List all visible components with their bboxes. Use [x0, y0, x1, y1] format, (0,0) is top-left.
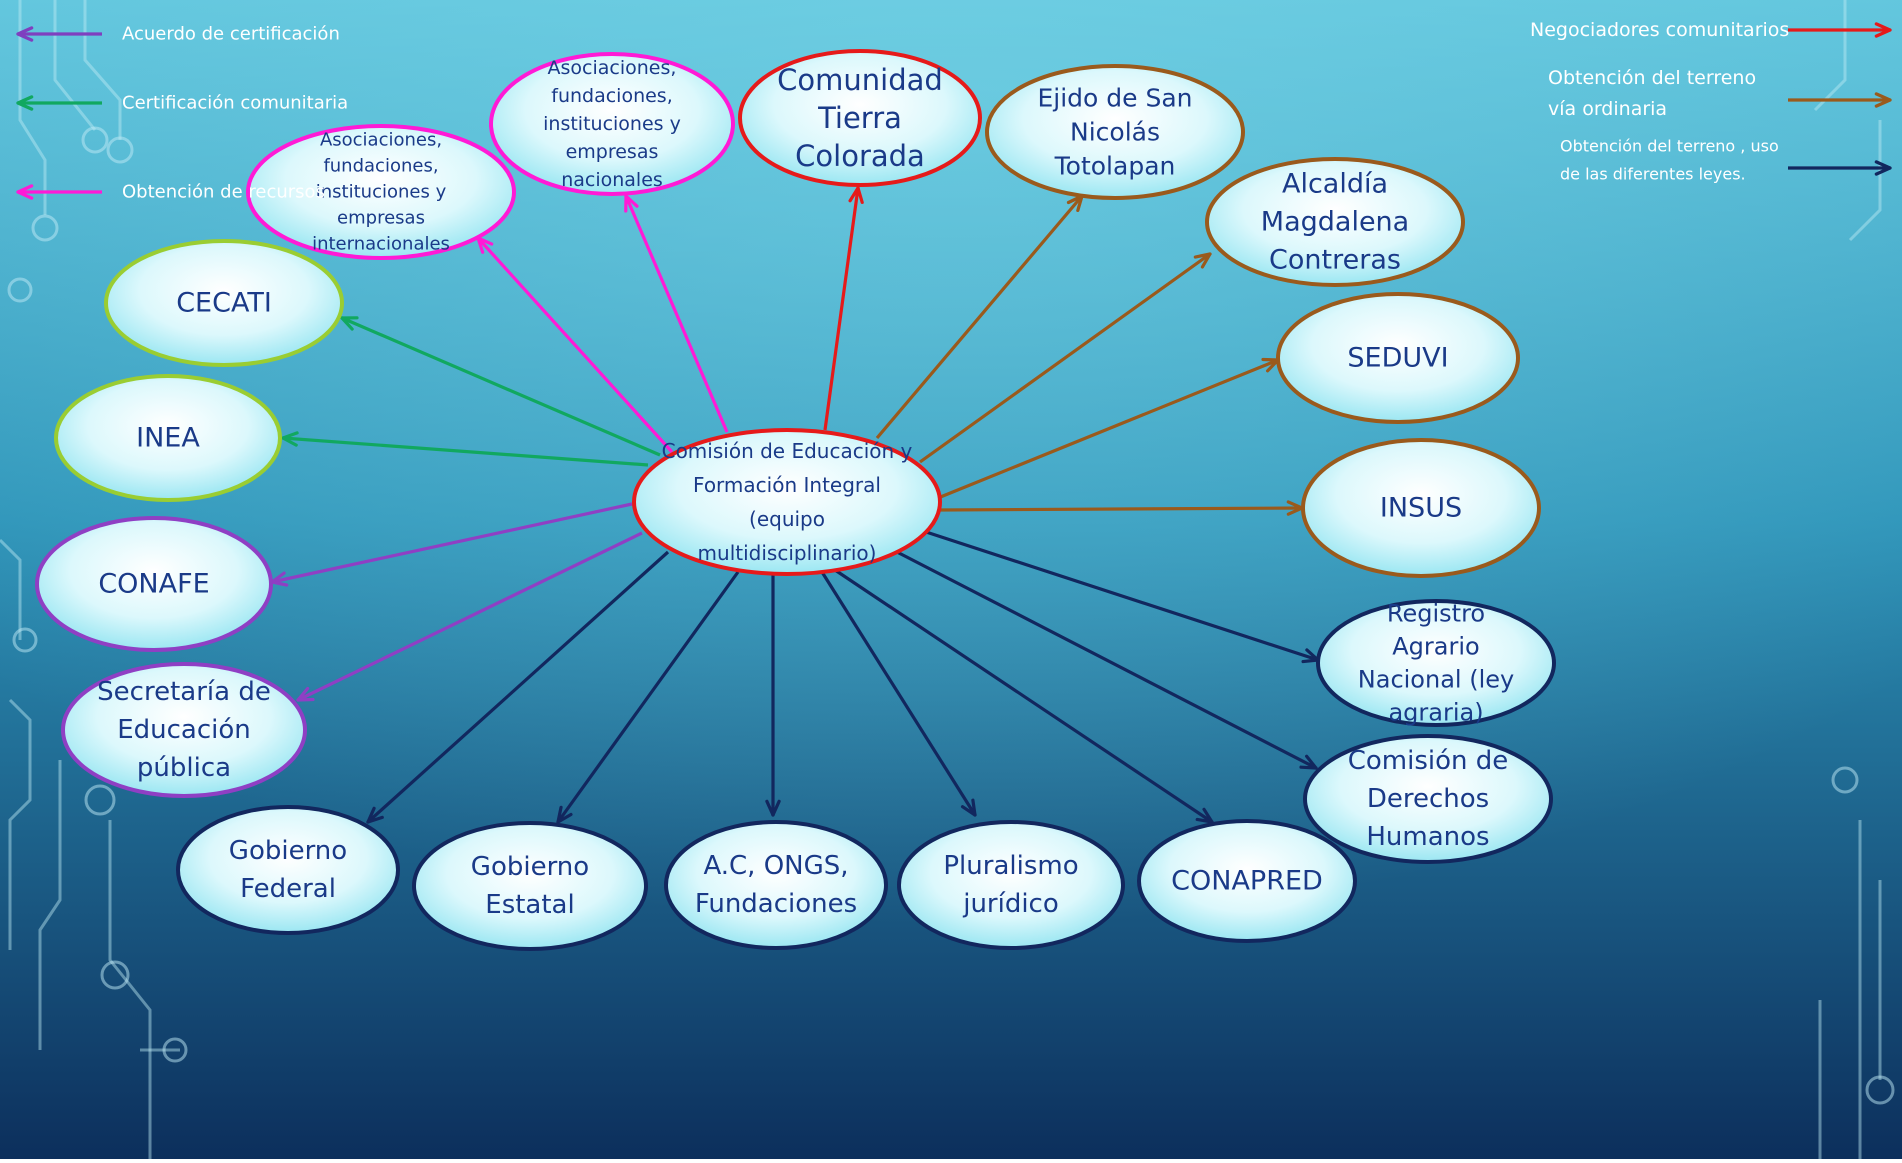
node-pluralismo-juridico-label-line: Pluralismo — [943, 851, 1078, 881]
node-asociaciones-internacionales-label-line: Asociaciones, — [320, 130, 442, 151]
node-alcaldia-magdalena-label-line: Alcaldía — [1282, 169, 1388, 200]
node-alcaldia-magdalena-label-line: Contreras — [1269, 245, 1401, 276]
node-registro-agrario-label-line: agraria) — [1388, 699, 1483, 727]
node-conapred-label-line: CONAPRED — [1171, 866, 1323, 897]
node-comunidad-tierra-colorada-label-line: Colorada — [795, 139, 925, 173]
node-secretaria-educacion: Secretaría de Educación pública — [63, 664, 305, 796]
node-center-comision: Comisión de Educación y Formación Integra… — [634, 430, 940, 574]
node-cecati: CECATI — [106, 241, 342, 365]
node-gobierno-federal-label-line: Federal — [240, 874, 336, 904]
legend-label-left-0: Acuerdo de certificación — [122, 24, 340, 45]
node-center-comision-label-line: Comisión de Educación y — [662, 439, 913, 463]
node-center-comision-label-line: multidisciplinario) — [698, 541, 877, 565]
legend-label-right-1: vía ordinaria — [1548, 98, 1667, 120]
node-alcaldia-magdalena-label-line: Magdalena — [1261, 207, 1409, 238]
node-gobierno-federal-shape — [178, 807, 398, 933]
node-ejido-san-nicolas-label-line: Totolapan — [1054, 152, 1176, 181]
node-pluralismo-juridico: Pluralismo jurídico — [899, 822, 1123, 948]
node-center-comision-label-line: Formación Integral — [693, 473, 881, 497]
node-ac-ongs-shape — [666, 822, 886, 948]
legend-label-right-1: Obtención del terreno — [1548, 67, 1756, 89]
node-seduvi: SEDUVI — [1278, 294, 1518, 422]
node-gobierno-estatal-shape — [414, 823, 646, 949]
node-conapred: CONAPRED — [1139, 821, 1355, 941]
node-comunidad-tierra-colorada-label-line: Tierra — [817, 101, 902, 135]
node-cecati-label-line: CECATI — [176, 288, 272, 319]
node-registro-agrario-label-line: Registro — [1387, 600, 1485, 628]
node-ac-ongs: A.C, ONGS, Fundaciones — [666, 822, 886, 948]
node-registro-agrario-label-line: Nacional (ley — [1358, 666, 1514, 694]
node-ac-ongs-label-line: Fundaciones — [695, 889, 857, 919]
node-asociaciones-nacionales: Asociaciones, fundaciones, instituciones y… — [491, 54, 733, 194]
node-pluralismo-juridico-label-line: jurídico — [962, 889, 1059, 919]
node-comunidad-tierra-colorada-label-line: Comunidad — [777, 63, 943, 97]
legend-label-right-2: Obtención del terreno , uso — [1560, 137, 1779, 156]
node-ejido-san-nicolas-label-line: Ejido de San — [1037, 84, 1192, 113]
node-secretaria-educacion-label-line: pública — [137, 753, 231, 783]
node-secretaria-educacion-label-line: Secretaría de — [97, 677, 271, 707]
node-comision-derechos-humanos-label-line: Derechos — [1367, 784, 1489, 814]
node-asociaciones-internacionales-label-line: internacionales — [312, 234, 450, 255]
legend-label-left-2: Obtención de recursos — [122, 182, 325, 203]
node-conafe-label-line: CONAFE — [98, 569, 209, 600]
node-asociaciones-internacionales-label-line: instituciones y — [316, 182, 447, 203]
node-asociaciones-internacionales-label-line: empresas — [337, 208, 425, 229]
node-gobierno-estatal-label-line: Estatal — [485, 890, 574, 920]
node-insus-label-line: INSUS — [1380, 493, 1462, 524]
node-ac-ongs-label-line: A.C, ONGS, — [703, 851, 848, 881]
node-asociaciones-nacionales-label-line: nacionales — [561, 169, 663, 191]
node-insus: INSUS — [1303, 440, 1539, 576]
legend-label-right-2: de las diferentes leyes. — [1560, 165, 1746, 184]
node-asociaciones-nacionales-label-line: fundaciones, — [551, 85, 673, 107]
node-pluralismo-juridico-shape — [899, 822, 1123, 948]
node-asociaciones-internacionales-label-line: fundaciones, — [323, 156, 438, 177]
node-asociaciones-nacionales-label-line: empresas — [566, 141, 659, 163]
node-comision-derechos-humanos-label-line: Humanos — [1366, 822, 1489, 852]
node-secretaria-educacion-label-line: Educación — [117, 715, 251, 745]
legend-label-left-1: Certificación comunitaria — [122, 93, 348, 114]
node-inea: INEA — [56, 376, 280, 500]
node-center-comision-label-line: (equipo — [749, 507, 825, 531]
node-registro-agrario-label-line: Agrario — [1392, 633, 1479, 661]
node-conafe: CONAFE — [37, 518, 271, 650]
node-asociaciones-nacionales-label-line: instituciones y — [543, 113, 681, 135]
node-inea-label-line: INEA — [136, 423, 200, 454]
node-ejido-san-nicolas-label-line: Nicolás — [1070, 118, 1160, 147]
legend-label-right-0: Negociadores comunitarios — [1530, 19, 1789, 41]
node-gobierno-estatal-label-line: Gobierno — [471, 852, 589, 882]
node-asociaciones-nacionales-label-line: Asociaciones, — [548, 57, 677, 79]
node-gobierno-federal-label-line: Gobierno — [229, 836, 347, 866]
node-comision-derechos-humanos-label-line: Comisión de — [1348, 746, 1509, 776]
node-seduvi-label-line: SEDUVI — [1347, 343, 1448, 374]
